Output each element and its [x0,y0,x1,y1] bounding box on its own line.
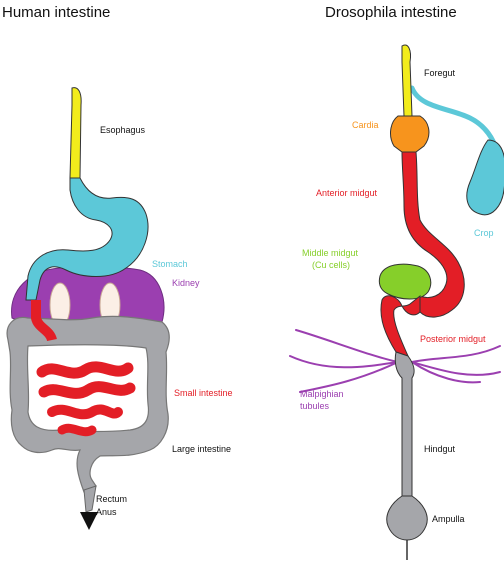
label-anterior-midgut: Anterior midgut [316,188,378,198]
label-crop: Crop [474,228,494,238]
human-diagram: Esophagus Stomach Kidney Small intestine… [7,88,232,530]
label-cardia: Cardia [352,120,379,130]
label-esophagus: Esophagus [100,125,146,135]
label-large-intestine: Large intestine [172,444,231,454]
label-middle-midgut-cu-cells: (Cu cells) [312,260,350,270]
label-small-intestine: Small intestine [174,388,233,398]
drosophila-middle-midgut [379,264,430,299]
label-kidney: Kidney [172,278,200,288]
label-anus: Anus [96,507,117,517]
human-title: Human intestine [2,4,110,21]
drosophila-title: Drosophila intestine [325,4,457,21]
drosophila-hindgut [395,352,414,496]
drosophila-diagram: Foregut Cardia Crop Anterior midgut Midd… [290,45,504,560]
label-ampulla: Ampulla [432,514,465,524]
drosophila-foregut [402,45,412,116]
label-posterior-midgut: Posterior midgut [420,334,486,344]
label-hindgut: Hindgut [424,444,456,454]
human-rectum [84,486,96,512]
drosophila-crop [467,140,504,215]
label-rectum: Rectum [96,494,127,504]
label-malpighian-tubules: tubules [300,401,330,411]
drosophila-ampulla [387,496,427,540]
label-malpighian: Malpighian [300,389,344,399]
drosophila-posterior-midgut [381,296,420,356]
label-stomach: Stomach [152,259,188,269]
human-esophagus [70,88,81,178]
drosophila-cardia [391,116,429,152]
human-large-intestine [7,316,169,492]
label-foregut: Foregut [424,68,456,78]
label-middle-midgut: Middle midgut [302,248,359,258]
